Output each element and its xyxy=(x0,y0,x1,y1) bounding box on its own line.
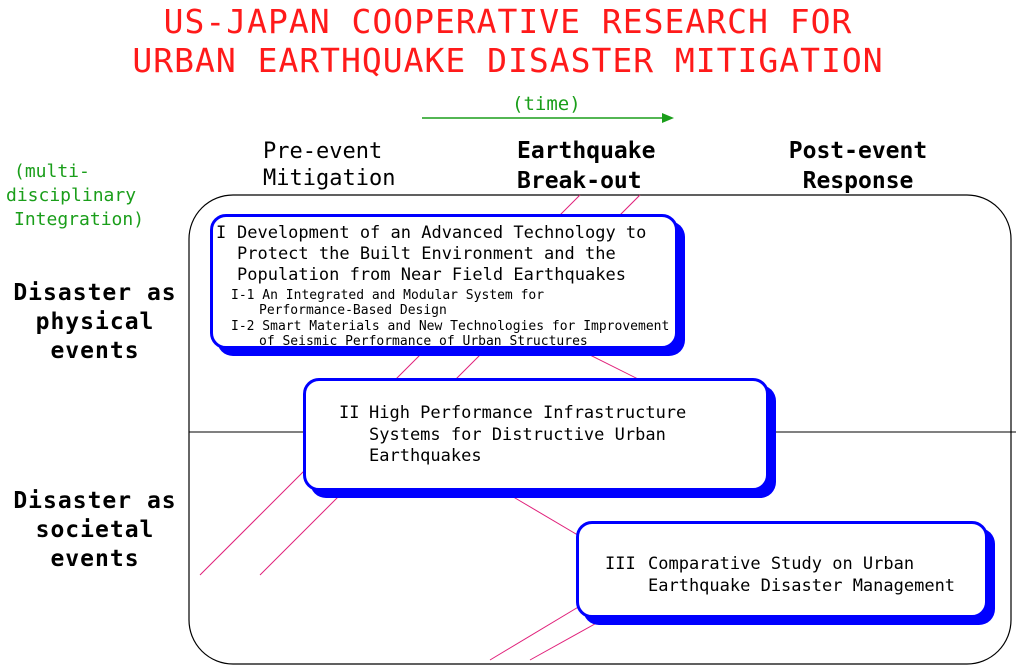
row-societal-line-3: events xyxy=(50,546,140,572)
title-line-2: URBAN EARTHQUAKE DISASTER MITIGATION xyxy=(132,41,884,80)
phase-earthquake: Earthquake Break-out xyxy=(517,136,655,196)
time-arrow-head xyxy=(662,113,674,123)
box-1-sub-1b: Performance-Based Design xyxy=(259,303,447,318)
row-physical-line-2: physical xyxy=(35,309,155,335)
research-box-3[interactable]: III Comparative Study on Urban Earthquak… xyxy=(576,521,988,618)
axis-label-line-1: (multi- xyxy=(14,161,90,182)
phase-pre-event: Pre-event Mitigation xyxy=(263,138,395,192)
box-1-line-2: Protect the Built Environment and the xyxy=(237,244,616,264)
box-1-sub-2b: of Seismic Performance of Urban Structur… xyxy=(259,334,588,349)
diagonal-line-cross-d xyxy=(529,609,621,661)
box-1-sub-2a: I-2 Smart Materials and New Technologies… xyxy=(231,319,670,334)
box-2-line-3: Earthquakes xyxy=(369,446,482,466)
box-2-number: II xyxy=(339,403,360,423)
row-physical-line-1: Disaster as xyxy=(13,280,177,306)
row-physical-label: Disaster as physical events xyxy=(0,279,190,366)
phase-pre-event-line-1: Pre-event xyxy=(263,139,383,164)
box-2-line-2: Systems for Distructive Urban xyxy=(369,425,666,445)
box-3-number: III xyxy=(605,554,636,574)
title-line-1: US-JAPAN COOPERATIVE RESEARCH FOR xyxy=(163,2,853,41)
outer-frame xyxy=(188,194,1012,665)
row-physical-line-3: events xyxy=(50,338,140,364)
row-societal-line-2: societal xyxy=(35,517,155,543)
row-societal-label: Disaster as societal events xyxy=(0,487,190,574)
time-label: (time) xyxy=(512,93,581,115)
axis-label: (multi- disciplinary Integration) xyxy=(6,160,144,232)
box-1-sub-1a: I-1 An Integrated and Modular System for xyxy=(231,288,545,303)
axis-label-line-3: Integration) xyxy=(14,209,145,230)
phase-pre-event-line-2: Mitigation xyxy=(263,166,396,191)
phase-earthquake-line-2: Break-out xyxy=(517,168,642,194)
row-societal-line-1: Disaster as xyxy=(13,488,177,514)
phase-earthquake-line-1: Earthquake xyxy=(517,138,656,164)
research-box-2[interactable]: II High Performance Infrastructure Syste… xyxy=(303,378,769,491)
research-box-1[interactable]: I Development of an Advanced Technology … xyxy=(210,214,678,349)
box-1-line-1: Development of an Advanced Technology to xyxy=(237,223,647,243)
phase-post-event: Post-event Response xyxy=(784,136,932,196)
box-3-line-1: Comparative Study on Urban xyxy=(648,554,915,574)
box-3-line-2: Earthquake Disaster Management xyxy=(648,576,956,596)
box-1-number: I xyxy=(216,223,227,243)
box-1-line-3: Population from Near Field Earthquakes xyxy=(237,265,626,285)
axis-label-line-2: disciplinary xyxy=(6,185,137,206)
phase-post-event-line-2: Response xyxy=(802,168,914,194)
diagonal-line-cross-c xyxy=(489,599,591,661)
phase-post-event-line-1: Post-event xyxy=(788,138,928,164)
box-2-line-1: High Performance Infrastructure xyxy=(369,403,687,423)
